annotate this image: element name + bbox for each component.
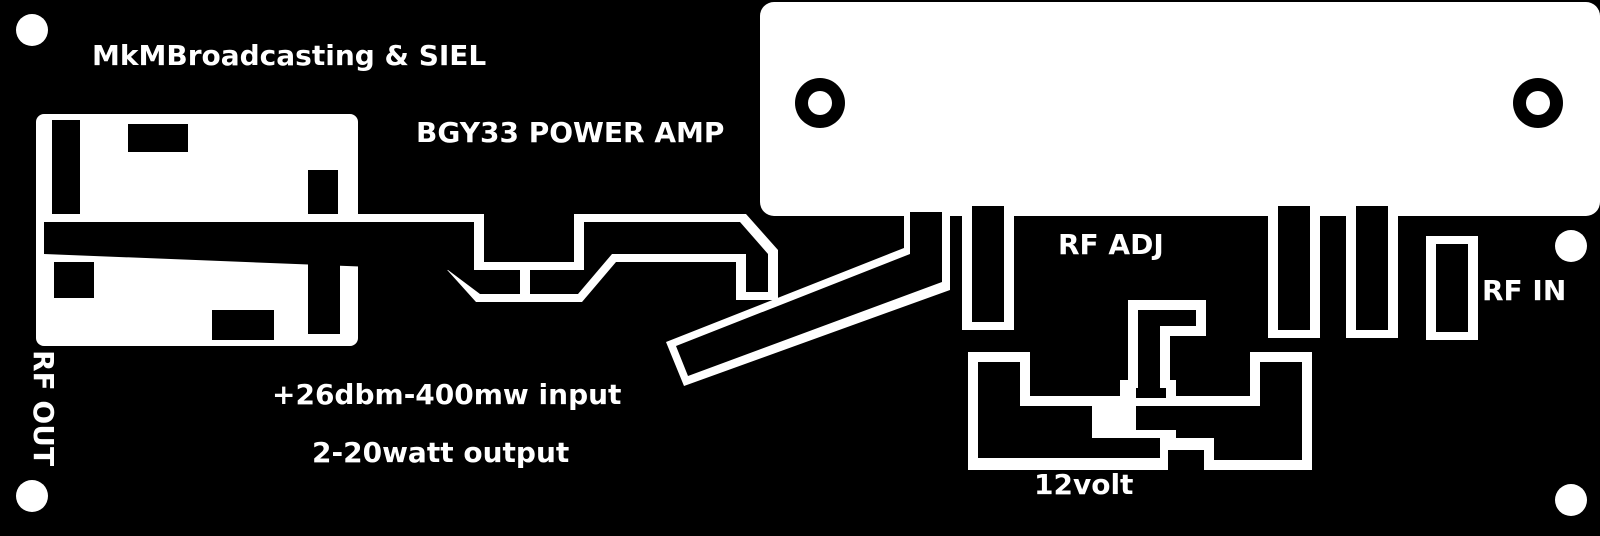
rf-out-label: RF OUT <box>27 350 60 466</box>
rf-in-label: RF IN <box>1482 274 1566 307</box>
rf-adj-label: RF ADJ <box>1058 228 1164 261</box>
supply-voltage-label: 12volt <box>1034 468 1133 501</box>
module-pins <box>962 198 1478 340</box>
bgy33-module-pad <box>760 2 1600 216</box>
input-spec-label: +26dbm-400mw input <box>272 378 621 411</box>
output-trace <box>36 214 778 302</box>
header-text: MkMBroadcasting & SIEL <box>92 39 486 72</box>
mounting-hole-right-mid <box>1555 230 1587 262</box>
mounting-hole-bottom-right <box>1555 484 1587 516</box>
mounting-hole-top-left <box>16 14 48 46</box>
diagonal-trace <box>666 206 950 386</box>
matching-stub <box>520 268 530 298</box>
mounting-hole-bottom-left <box>16 480 48 512</box>
output-spec-label: 2-20watt output <box>312 436 569 469</box>
title-text: BGY33 POWER AMP <box>416 116 724 149</box>
supply-network <box>968 300 1312 470</box>
